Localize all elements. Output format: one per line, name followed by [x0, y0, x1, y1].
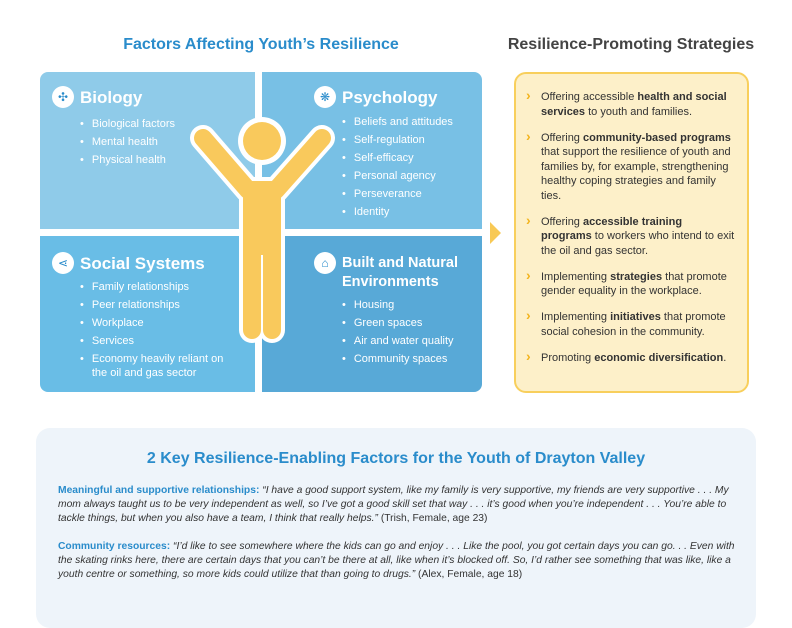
strategy-item: Implementing initiatives that promote so…: [526, 308, 735, 339]
list-item: Physical health: [80, 151, 175, 169]
key-factors-panel: 2 Key Resilience-Enabling Factors for th…: [36, 428, 756, 628]
list-item: Family relationships: [80, 278, 227, 296]
list-item: Workplace: [80, 314, 227, 332]
list-item: Mental health: [80, 133, 175, 151]
list-item: Biological factors: [80, 115, 175, 133]
list-item: Air and water quality: [342, 332, 454, 350]
quadrant-title: Built and Natural Environments: [342, 255, 459, 290]
factor-list: Biological factors Mental health Physica…: [80, 115, 175, 169]
house-icon: ⌂: [314, 252, 336, 274]
arrow-right-icon: [490, 222, 501, 244]
strategy-item: Offering accessible training programs to…: [526, 213, 735, 259]
list-item: Self-regulation: [342, 131, 453, 149]
quote-community-resources: Community resources: “I’d like to see so…: [58, 541, 735, 580]
quadrant-title: Social Systems: [80, 254, 205, 273]
strategy-item: Offering accessible health and social se…: [526, 88, 735, 119]
share-icon: ⋖: [52, 252, 74, 274]
quadrant-title: Biology: [80, 88, 143, 107]
list-item: Green spaces: [342, 314, 454, 332]
quote-relationships: Meaningful and supportive relationships:…: [58, 485, 729, 524]
list-item: Self-efficacy: [342, 149, 453, 167]
strategy-item: Promoting economic diversification.: [526, 349, 735, 366]
strategies-box: Offering accessible health and social se…: [514, 72, 749, 393]
list-item: Services: [80, 332, 227, 350]
strategies-title: Resilience-Promoting Strategies: [507, 36, 755, 53]
list-item: Economy heavily reliant on the oil and g…: [80, 352, 227, 380]
quadrant-psychology: ❋ Psychology Beliefs and attitudes Self-…: [262, 72, 482, 229]
list-item: Perseverance: [342, 185, 453, 203]
strategy-item: Implementing strategies that promote gen…: [526, 268, 735, 299]
list-item: Peer relationships: [80, 296, 227, 314]
list-item: Identity: [342, 203, 453, 221]
factor-list: Beliefs and attitudes Self-regulation Se…: [342, 113, 453, 221]
quadrant-biology: ✣ Biology Biological factors Mental heal…: [40, 72, 255, 229]
quadrant-social-systems: ⋖ Social Systems Family relationships Pe…: [40, 236, 255, 392]
list-item: Housing: [342, 296, 454, 314]
dna-icon: ✣: [52, 86, 74, 108]
factor-list: Family relationships Peer relationships …: [80, 278, 227, 380]
list-item: Personal agency: [342, 167, 453, 185]
factors-title: Factors Affecting Youth’s Resilience: [123, 36, 399, 53]
quadrant-title: Psychology: [342, 88, 438, 107]
list-item: Community spaces: [342, 350, 454, 368]
list-item: Beliefs and attitudes: [342, 113, 453, 131]
factor-list: Housing Green spaces Air and water quali…: [342, 296, 454, 368]
brain-icon: ❋: [314, 86, 336, 108]
quadrant-built-natural-environments: ⌂ Built and Natural Environments Housing…: [262, 236, 482, 392]
strategy-item: Offering community-based programs that s…: [526, 129, 735, 204]
key-factors-title: 2 Key Resilience-Enabling Factors for th…: [146, 450, 646, 467]
